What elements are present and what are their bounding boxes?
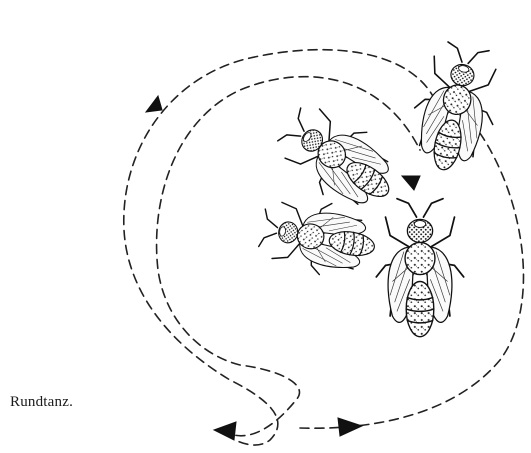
bee-follower-top [403, 38, 507, 178]
figure-caption: Rundtanz. [10, 394, 73, 411]
dance-path-outer [124, 50, 435, 445]
arrow-down-icon [402, 176, 420, 190]
bee-dancer [376, 199, 463, 337]
bee-follower-left [256, 192, 381, 283]
arrow-up-icon [146, 96, 162, 112]
arrow-right-icon [338, 418, 362, 436]
arrow-left-icon [214, 422, 236, 440]
